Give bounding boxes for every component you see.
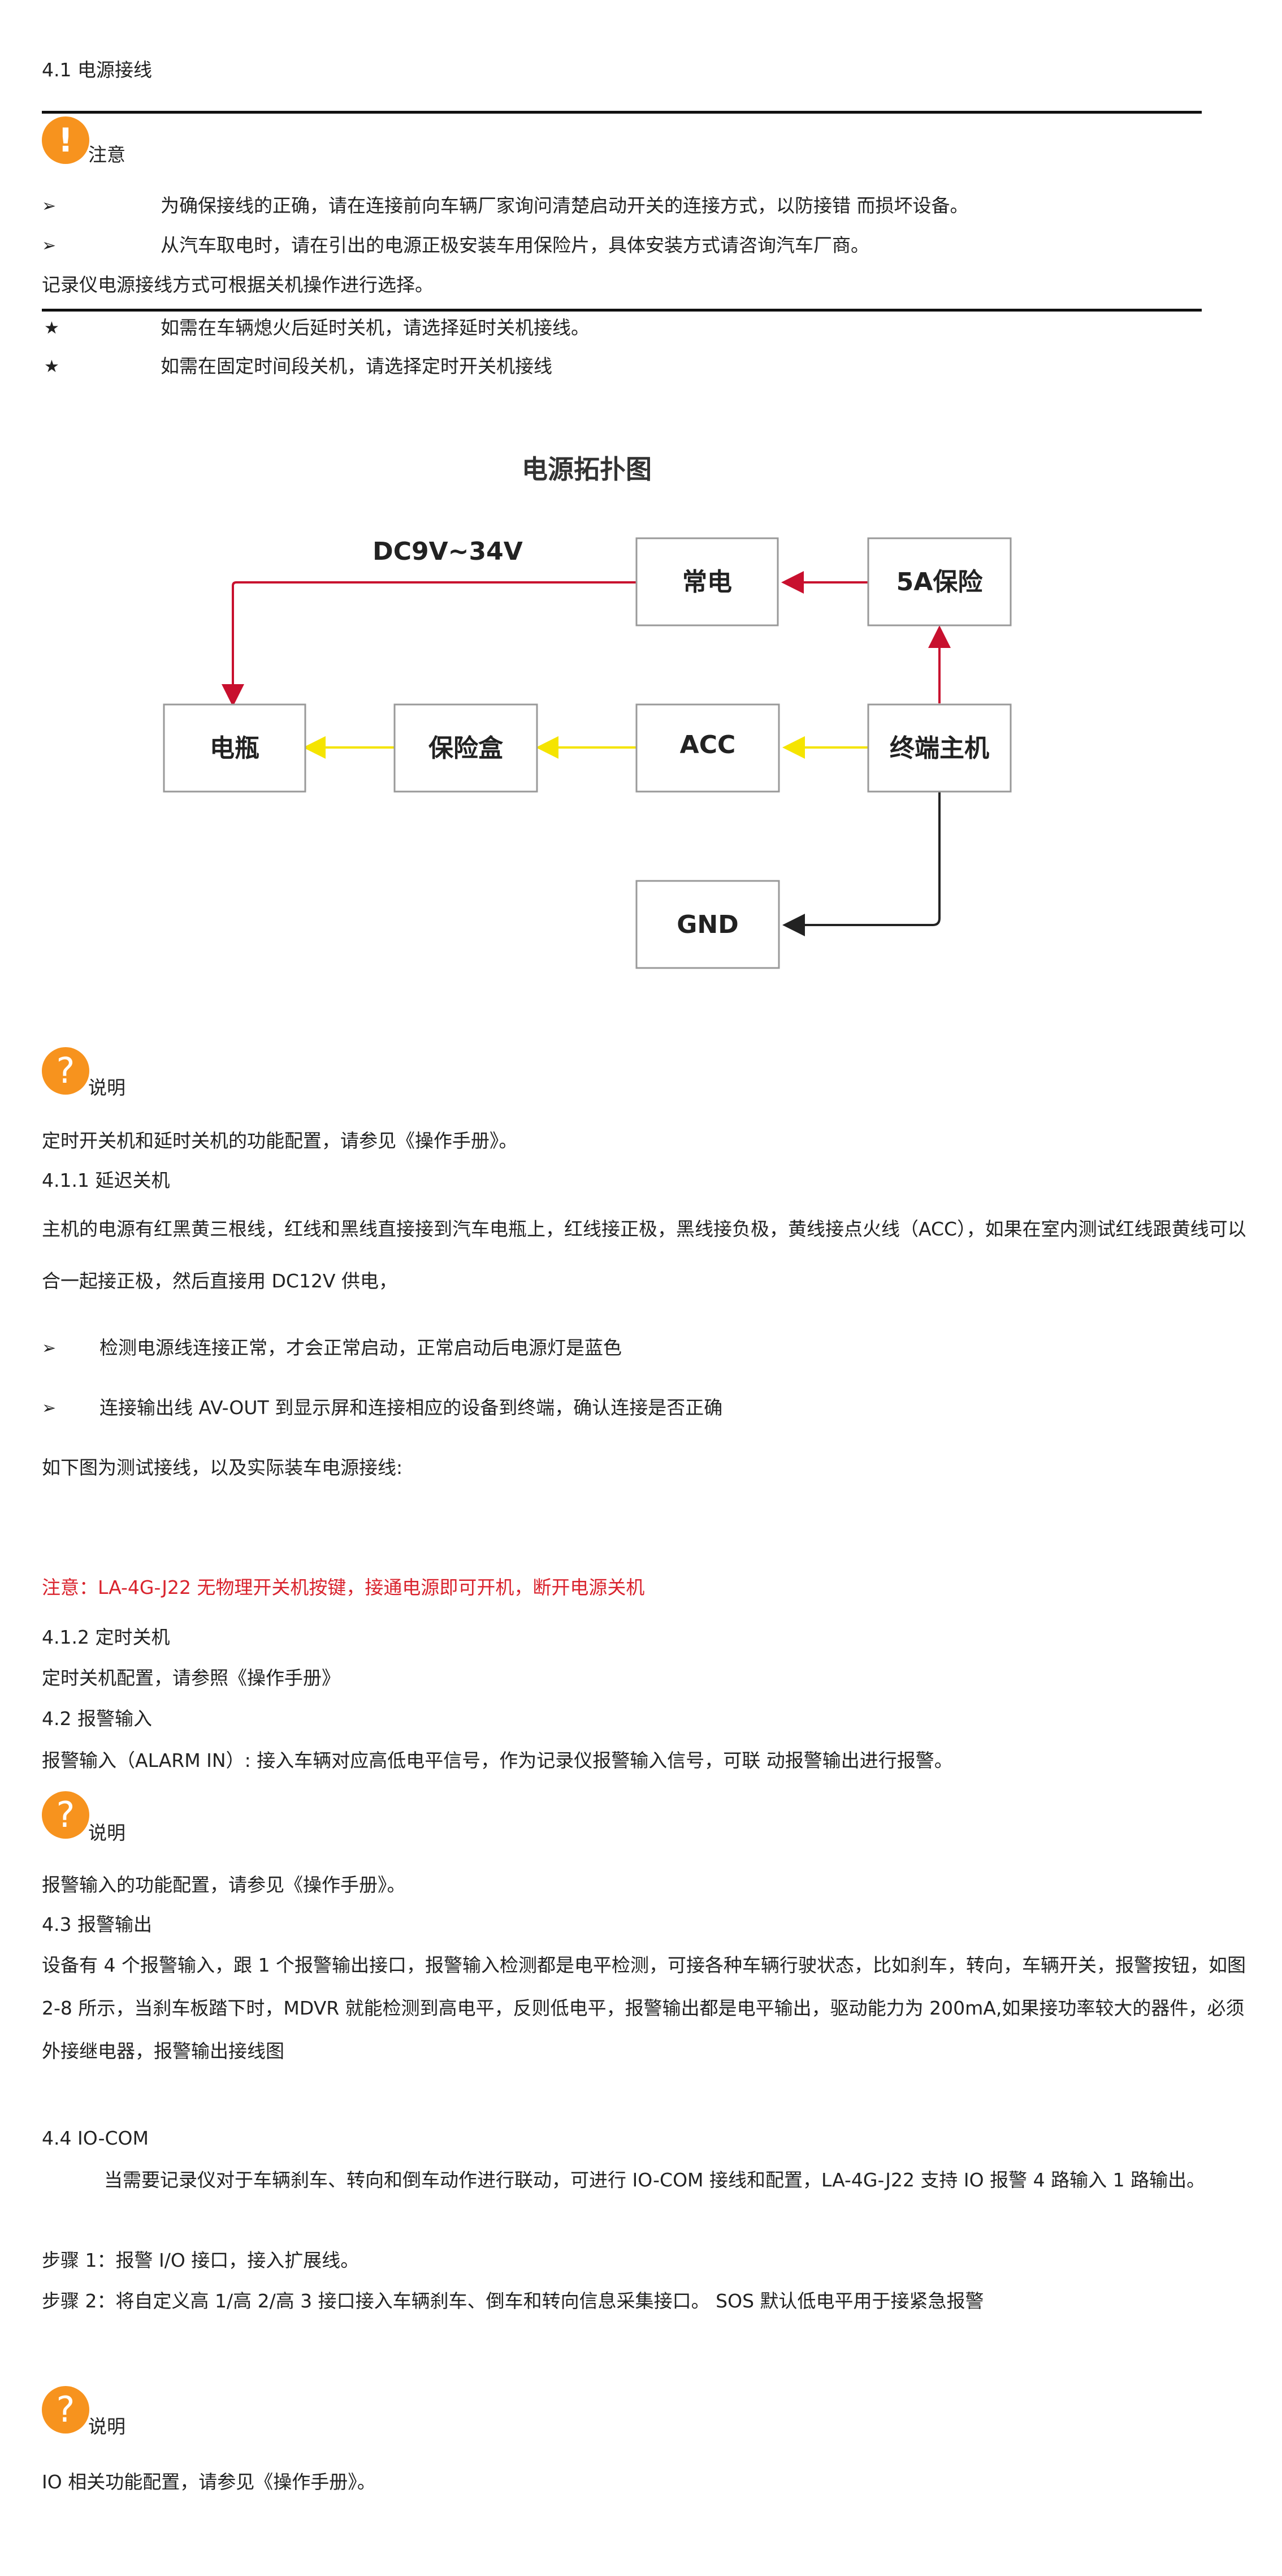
step-text: 步骤 1：报警 I/O 接口，接入扩展线。 — [42, 2249, 360, 2271]
note-text: 定时开关机和延时关机的功能配置，请参见《操作手册》。 — [42, 1130, 518, 1152]
svg-text:终端主机: 终端主机 — [890, 734, 989, 763]
box-battery: 电瓶 — [163, 703, 306, 793]
section-heading-4-2: 4.2 报警输入 — [42, 1708, 152, 1730]
question-icon: ? — [42, 2386, 89, 2434]
divider — [42, 309, 1202, 312]
section-heading-4-1: 4.1 电源接线 — [42, 59, 152, 81]
figure-caption: 如下图为测试接线，以及实际装车电源接线: — [42, 1456, 403, 1479]
exclamation-icon: ! — [42, 116, 89, 164]
arrow-bullet-icon: ➢ — [42, 1398, 57, 1418]
note-text: 报警输入的功能配置，请参见《操作手册》。 — [42, 1874, 406, 1896]
section-paragraph: 主机的电源有红黑黄三根线，红线和黑线直接接到汽车电瓶上，红线接正极，黑线接负极，… — [42, 1218, 1246, 1292]
section-paragraph: 设备有 4 个报警输入，跟 1 个报警输出接口，报警输入检测都是电平检测，可接各… — [42, 1954, 1246, 2062]
svg-text:GND: GND — [677, 910, 738, 939]
notice-item: 从汽车取电时，请在引出的电源正极安装车用保险片，具体安装方式请咨询汽车厂商。 — [161, 234, 869, 256]
svg-text:常电: 常电 — [682, 568, 732, 597]
box-gnd: GND — [635, 880, 780, 969]
arrow-bullet-icon: ➢ — [42, 236, 57, 256]
section-heading-4-3: 4.3 报警输出 — [42, 1913, 152, 1935]
star-bullet-icon: ★ — [44, 357, 59, 377]
warning-text: 注意：LA-4G-J22 无物理开关机按键，接通电源即可开机，断开电源关机 — [42, 1576, 645, 1598]
arrow-bullet-icon: ➢ — [42, 1338, 57, 1358]
voltage-label: DC9V~34V — [373, 537, 523, 566]
section-text: 报警输入（ALARM IN）: 接入车辆对应高低电平信号，作为记录仪报警输入信号… — [42, 1749, 953, 1771]
section-paragraph: 当需要记录仪对于车辆刹车、转向和倒车动作进行联动，可进行 IO-COM 接线和配… — [104, 2169, 1206, 2191]
section-heading-4-4: 4.4 IO-COM — [42, 2127, 149, 2149]
check-item: 检测电源线连接正常，才会正常启动，正常启动后电源灯是蓝色 — [99, 1337, 622, 1359]
question-icon: ? — [42, 1791, 89, 1839]
check-item: 连接输出线 AV-OUT 到显示屏和连接相应的设备到终端，确认连接是否正确 — [99, 1397, 723, 1419]
section-text: 定时关机配置，请参照《操作手册》 — [42, 1667, 340, 1689]
star-item: 如需在车辆熄火后延时关机，请选择延时关机接线。 — [161, 317, 590, 339]
svg-text:保险盒: 保险盒 — [428, 734, 504, 763]
power-topology-diagram: 电源拓扑图 DC9V~34V 常电 5A保险 电瓶 保险盒 ACC 终端主机 G… — [163, 454, 1012, 969]
note-label: 说明 — [88, 1822, 125, 1844]
divider — [42, 111, 1202, 114]
note-label: 说明 — [88, 1077, 125, 1099]
box-acc: ACC — [635, 703, 780, 793]
section-heading-4-1-2: 4.1.2 定时关机 — [42, 1626, 170, 1648]
notice-label: 注意 — [88, 144, 125, 166]
box-terminal-host: 终端主机 — [867, 703, 1012, 793]
svg-text:ACC: ACC — [680, 731, 736, 759]
star-item: 如需在固定时间段关机，请选择定时开关机接线 — [161, 355, 552, 377]
diagram-title: 电源拓扑图 — [522, 454, 652, 485]
section-heading-4-1-1: 4.1.1 延迟关机 — [42, 1169, 170, 1191]
note-label: 说明 — [88, 2415, 125, 2437]
svg-text:电瓶: 电瓶 — [210, 734, 259, 763]
question-icon: ? — [42, 1047, 89, 1095]
line-host-to-gnd — [782, 790, 941, 936]
step-text: 步骤 2：将自定义高 1/高 2/高 3 接口接入车辆刹车、倒车和转向信息采集接… — [42, 2290, 984, 2312]
box-5a-fuse: 5A保险 — [867, 537, 1012, 626]
arrow-bullet-icon: ➢ — [42, 196, 57, 216]
wiring-note: 记录仪电源接线方式可根据关机操作进行选择。 — [42, 274, 434, 296]
box-constant-power: 常电 — [635, 537, 779, 626]
line-constant-to-battery — [222, 581, 636, 707]
notice-item: 为确保接线的正确，请在连接前向车辆厂家询问清楚启动开关的连接方式，以防接错 而损… — [161, 195, 969, 217]
note-text: IO 相关功能配置，请参见《操作手册》。 — [42, 2471, 376, 2493]
box-fuse-box: 保险盒 — [393, 703, 538, 793]
svg-text:5A保险: 5A保险 — [896, 568, 984, 597]
star-bullet-icon: ★ — [44, 318, 59, 338]
